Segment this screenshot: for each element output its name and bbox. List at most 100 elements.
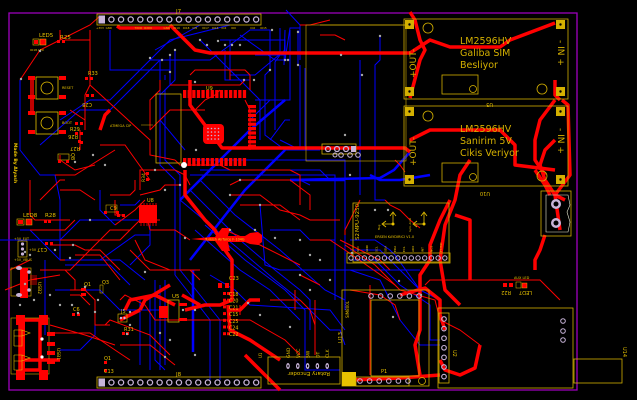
mpu-pin-label: SDA xyxy=(384,245,388,252)
via xyxy=(168,338,172,342)
mpu-pin xyxy=(375,255,381,261)
cap-pad xyxy=(223,332,226,336)
j7-pin-label: IO4 xyxy=(221,26,226,30)
via xyxy=(205,43,209,47)
sim-ref: U13 xyxy=(338,331,344,343)
via xyxy=(308,253,312,257)
via xyxy=(298,238,302,242)
header-pin xyxy=(214,16,221,23)
thermal-via xyxy=(207,138,209,140)
mpu-pin xyxy=(422,255,428,261)
u9-pad xyxy=(192,158,196,166)
via xyxy=(193,353,197,357)
via xyxy=(223,43,227,47)
mpu-name: MPU-9250 xyxy=(355,203,361,232)
r29-label: R29 xyxy=(70,127,80,133)
header-pin xyxy=(252,379,260,386)
via xyxy=(58,303,62,307)
u9-pad xyxy=(201,158,205,166)
header-pin xyxy=(204,379,212,386)
sim-header-label: P1 xyxy=(381,369,387,375)
r25-label: R25 xyxy=(60,35,71,41)
led7-label: LED7 xyxy=(519,289,532,295)
header-pin xyxy=(108,16,115,23)
boot-button[interactable]: BOOT xyxy=(28,111,73,135)
c17-label: C17 xyxy=(37,246,47,252)
via xyxy=(348,173,352,177)
via xyxy=(378,34,382,38)
via xyxy=(258,203,262,207)
u9-pad xyxy=(248,135,256,139)
mpu-pin xyxy=(348,255,354,261)
u9-pad xyxy=(187,158,191,166)
u8-chip: U8 xyxy=(139,198,157,226)
aux-led-label: AUX LED xyxy=(514,276,530,280)
j8-label: J8 xyxy=(175,372,182,378)
cap-pad xyxy=(223,318,226,322)
via xyxy=(318,258,322,262)
sim-pin xyxy=(386,378,392,384)
cap-pad xyxy=(227,325,230,329)
j7-pin-label: TXD0 xyxy=(134,26,143,30)
encoder-pin-label: GND xyxy=(286,347,292,358)
mpu-pin xyxy=(401,255,408,261)
header-pin xyxy=(214,379,221,386)
header-pin xyxy=(146,16,154,23)
via xyxy=(183,236,187,240)
usb2-connector: USB2 xyxy=(10,266,42,298)
via xyxy=(76,311,80,315)
u9-pad xyxy=(229,158,233,166)
r26-label: R26 xyxy=(68,133,78,139)
via xyxy=(273,236,277,240)
via xyxy=(153,168,157,172)
via xyxy=(198,38,202,42)
via xyxy=(339,53,343,57)
thermal-via xyxy=(214,134,216,137)
cap-pad xyxy=(227,332,230,336)
u9-pad xyxy=(224,90,228,98)
via xyxy=(28,253,32,257)
sim-antenna-pin xyxy=(406,293,413,299)
header-pin xyxy=(166,379,173,386)
lm2596-module-u3: LM2596HV Galiba SIM Besliyor +OUT- - IN … xyxy=(403,18,569,107)
u2-pin xyxy=(441,344,447,351)
via xyxy=(242,78,246,82)
via xyxy=(128,323,132,327)
j5-label: J5 xyxy=(120,309,126,315)
button-link-trace xyxy=(30,80,34,111)
u9-pad xyxy=(187,90,191,98)
via xyxy=(419,293,423,297)
mpu-pin xyxy=(435,255,441,261)
header-pin xyxy=(117,379,125,386)
cap-label: C25 xyxy=(229,319,238,325)
r27-label: R27 xyxy=(70,145,80,151)
power-select-jumper[interactable]: +5V_EXT +5V +5V_VBUS C17 xyxy=(14,237,53,262)
atmega-cip-label: ATMEGA CIP xyxy=(110,124,131,128)
sim-pin xyxy=(405,378,411,384)
via xyxy=(343,133,347,137)
via xyxy=(148,56,152,60)
plus5v-ext-label: +5V_EXT xyxy=(14,237,30,241)
u2-ref: U2 xyxy=(451,350,457,357)
thermal-via xyxy=(214,127,216,130)
sim-antenna-pin xyxy=(377,293,384,299)
via xyxy=(173,48,177,52)
mpu-pin xyxy=(381,255,388,261)
u9-pad xyxy=(183,158,187,166)
r28-label: R28 xyxy=(45,213,56,219)
airforce-text: Turkish Airforce F-104G xyxy=(204,238,245,242)
via xyxy=(253,228,257,232)
encoder-pin-label: SW xyxy=(306,350,312,358)
mpu-pin-label: GND xyxy=(365,244,369,252)
mpu-pin xyxy=(408,255,414,261)
u9-pad xyxy=(248,105,256,109)
via xyxy=(103,163,107,167)
airforce-logo: Turkish Airforce F-104G xyxy=(191,228,262,251)
header-pin xyxy=(127,379,134,386)
via xyxy=(88,218,92,222)
via xyxy=(238,43,242,47)
header-pin xyxy=(223,16,231,23)
via xyxy=(350,251,354,255)
